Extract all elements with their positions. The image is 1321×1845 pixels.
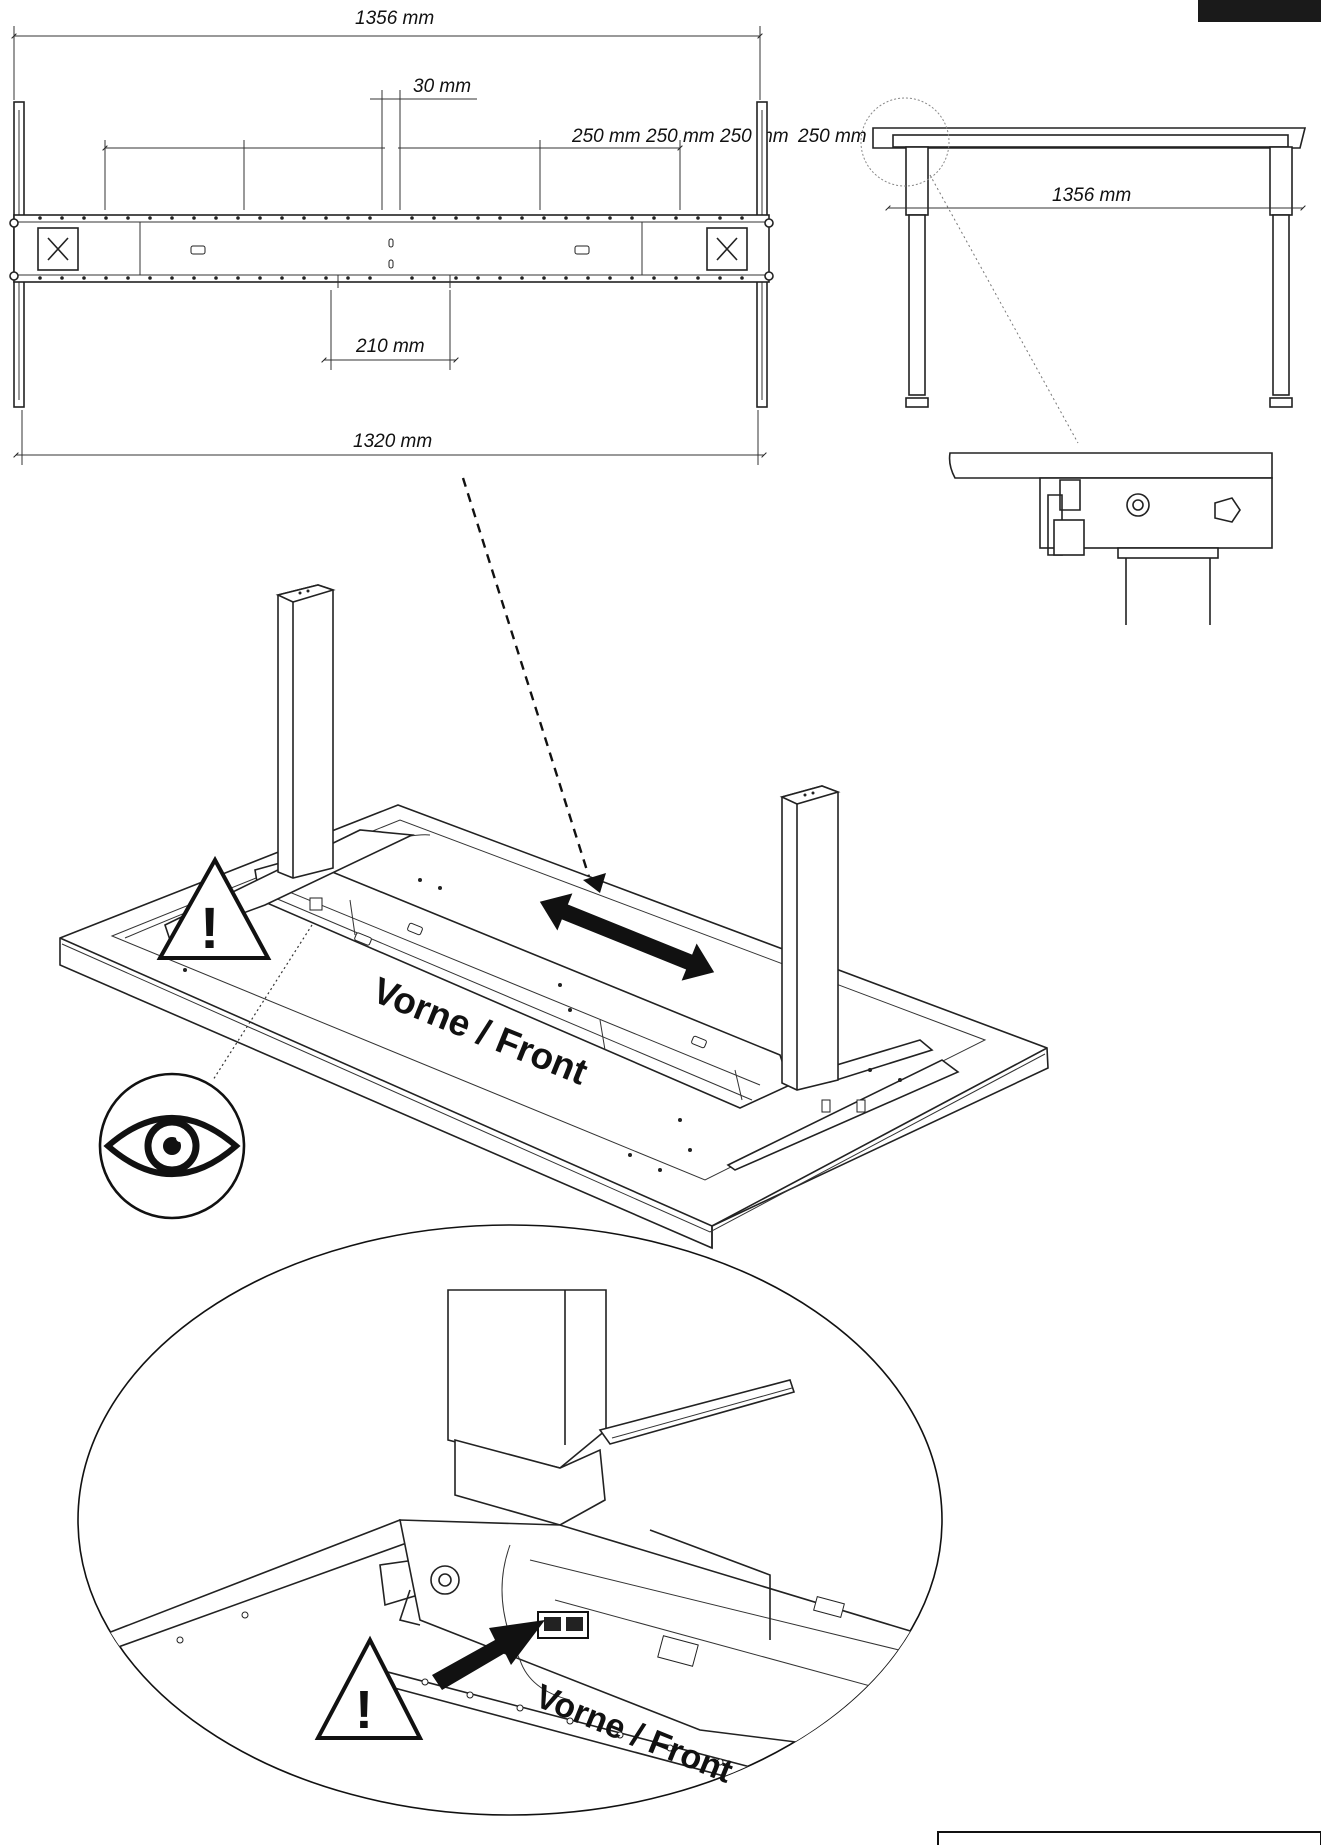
spacing-labels: 250 mm 250 mm 250 mm 250 mm bbox=[571, 126, 867, 147]
dim-center-width: 210 mm bbox=[355, 336, 425, 357]
detail-view: ! Vorne / Front bbox=[77, 1224, 943, 1816]
svg-text:!: ! bbox=[200, 896, 219, 961]
dim-spacing-3: 250 mm bbox=[719, 126, 789, 147]
dim-spacing-4: 250 mm bbox=[797, 126, 867, 147]
corner-tab bbox=[1198, 0, 1321, 22]
svg-text:!: ! bbox=[355, 1680, 373, 1740]
dim-gap: 30 mm bbox=[413, 76, 471, 97]
detail-warning-icon: ! bbox=[314, 1635, 424, 1740]
side-detail-inset bbox=[948, 452, 1273, 625]
dashed-leader bbox=[461, 477, 592, 881]
dim-spacing-2: 250 mm bbox=[645, 126, 715, 147]
double-arrow-icon bbox=[539, 893, 715, 981]
dim-frame-width: 1320 mm bbox=[353, 431, 432, 452]
detail-arrow-icon bbox=[432, 1620, 545, 1690]
dim-overall-width: 1356 mm bbox=[355, 8, 434, 29]
side-view: 1356 mm bbox=[860, 97, 1307, 625]
pointer-arrow-icon bbox=[583, 873, 606, 893]
dim-side-width: 1356 mm bbox=[1052, 185, 1131, 206]
partial-label-box bbox=[937, 1831, 1321, 1845]
iso-view: ! Vorne / Front bbox=[59, 584, 1049, 1250]
dim-spacing-1: 250 mm bbox=[571, 126, 641, 147]
warning-icon: ! bbox=[156, 855, 272, 961]
top-view: 1356 mm 30 mm 250 mm 250 mm 250 mm 250 m… bbox=[9, 8, 867, 465]
eye-icon bbox=[98, 1072, 246, 1220]
